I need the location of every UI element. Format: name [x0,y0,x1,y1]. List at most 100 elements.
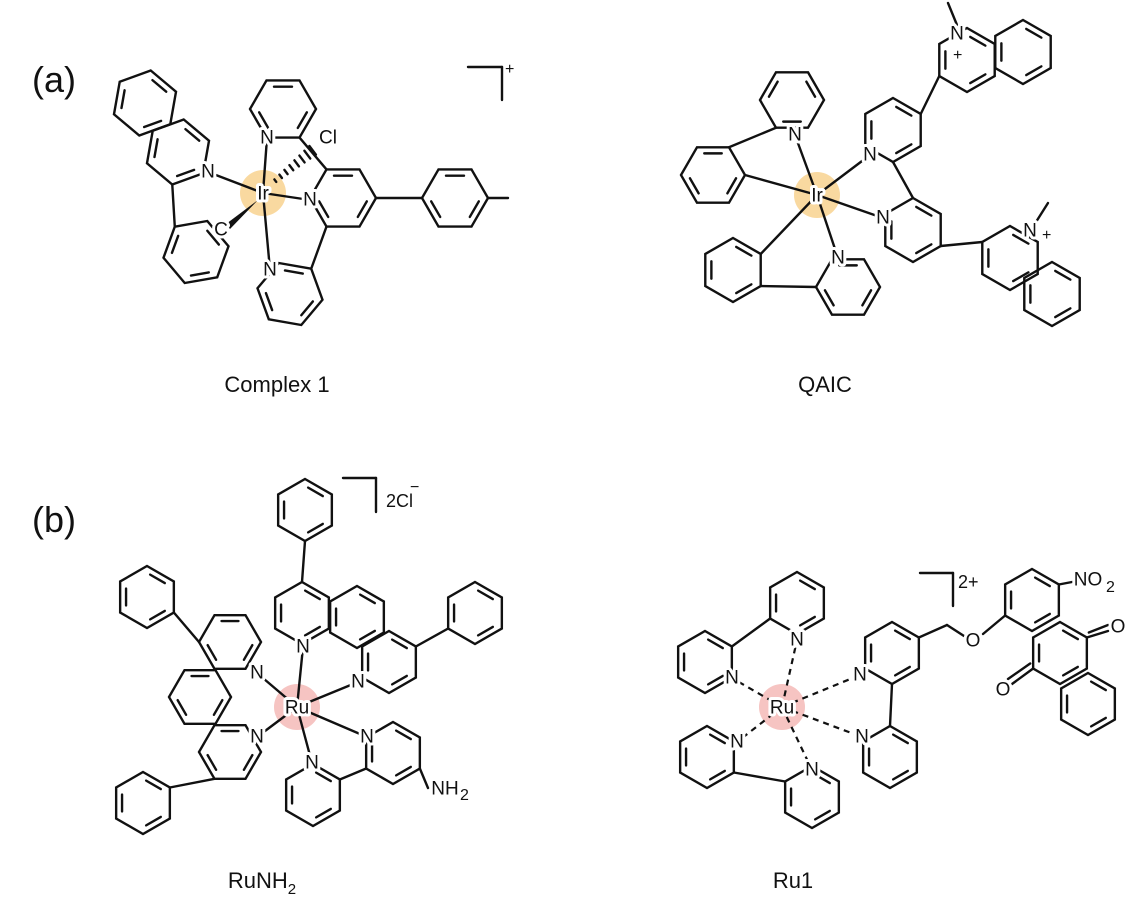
compound-name-main: RuNH [228,868,288,893]
double-bond-line [429,200,442,219]
atom-n-label: N [250,663,264,684]
atom-n-label: N [305,753,319,774]
double-bond-line [212,698,224,716]
single-bond [888,682,894,728]
single-bond [338,767,368,781]
double-bond-line [823,289,835,307]
aromatic-ring [420,168,490,228]
double-bond-line [394,729,412,741]
double-bond-line [283,269,304,275]
atom-n-label: N [260,128,274,149]
single-bond [727,126,778,149]
double-bond-line [148,609,166,621]
carbonyl-bond [1010,667,1035,686]
double-bond-line [300,300,315,317]
coordination-bond [759,193,819,256]
single-bond [759,284,818,289]
double-bond-line [805,80,817,98]
double-bond-line [706,638,724,650]
double-bond-line [317,200,330,219]
double-bond-line [767,80,779,98]
atom-n-label: N [725,668,739,689]
aromatic-ring [364,720,422,786]
double-bond-line [476,625,494,637]
methyl-bond [1034,201,1050,224]
single-bond [300,539,307,584]
coordination-bond [815,153,872,197]
double-bond-line [476,589,494,601]
double-bond-line [813,809,831,821]
metal-ru-label: Ru [770,698,794,719]
panel-label-a: (a) [32,59,76,100]
atom-n-label: N [263,260,277,281]
aromatic-ring [863,620,921,686]
coordination-bond [743,173,819,197]
atom-n-label: N [805,760,819,781]
carbonyl-bond [1087,623,1110,634]
double-bond-line [1025,65,1043,77]
aromatic-ring [118,564,176,630]
nitro-label: NO [1074,570,1103,591]
aromatic-ring [678,724,736,790]
charge-label: + [1042,227,1051,244]
double-bond-line [264,291,274,312]
aromatic-ring [197,613,263,671]
coordination-bond [206,170,265,195]
double-bond-line [1061,629,1079,641]
aromatic-ring [308,168,378,228]
hashed-bond [288,163,295,172]
aromatic-ring [768,570,826,636]
atom-n-label: N [863,145,877,166]
double-bond-line [1089,716,1107,728]
double-bond-line [1089,680,1107,692]
aromatic-ring [328,584,386,650]
double-bond-line [175,168,196,178]
double-bond-line [893,629,911,641]
compound-name-subscript: 2 [288,881,296,898]
atom-n-label: N [201,162,215,183]
atom-n-label: N [788,125,802,146]
double-bond-line [895,143,913,155]
single-bond [168,777,216,789]
single-bond [414,627,450,648]
double-bond-line [148,573,166,585]
coordination-bond-dashed [781,706,813,771]
double-bond-line [242,753,254,771]
atom-o-carbonyl-label: O [996,680,1011,701]
aromatic-ring [861,724,919,790]
double-bond-line [688,177,700,195]
double-bond-line [358,593,376,605]
double-bond-line [306,486,324,498]
nitro-subscript: 2 [1106,579,1115,596]
coordination-bond [815,193,885,220]
atom-o-ether-label: O [966,631,981,652]
double-bond-line [891,733,909,745]
single-bond [939,240,984,248]
aromatic-ring [1031,620,1089,686]
double-bond-line [798,615,816,627]
double-bond-line [895,105,913,117]
single-bond [732,771,787,783]
single-bond [730,617,772,648]
double-bond-line [184,127,201,142]
carbonyl-bond [1006,662,1032,681]
charge-label: + [953,47,962,64]
aromatic-ring [758,71,826,129]
counterion-label: 2Cl [386,491,413,511]
double-bond-line [314,807,332,819]
aromatic-ring [884,196,942,264]
double-bond-line [144,815,162,827]
double-bond-line [176,698,188,716]
double-bond-line [170,234,180,255]
aromatic-ring [1059,671,1117,737]
coordination-bond [295,645,305,709]
coordination-bond-dashed [731,677,783,708]
double-bond-line [1033,576,1051,588]
aromatic-ring [276,477,334,543]
coordination-bond-dashed [781,705,863,739]
amine-label: NH [431,779,458,800]
double-bond-line [915,243,933,255]
hashed-bond [293,159,301,168]
